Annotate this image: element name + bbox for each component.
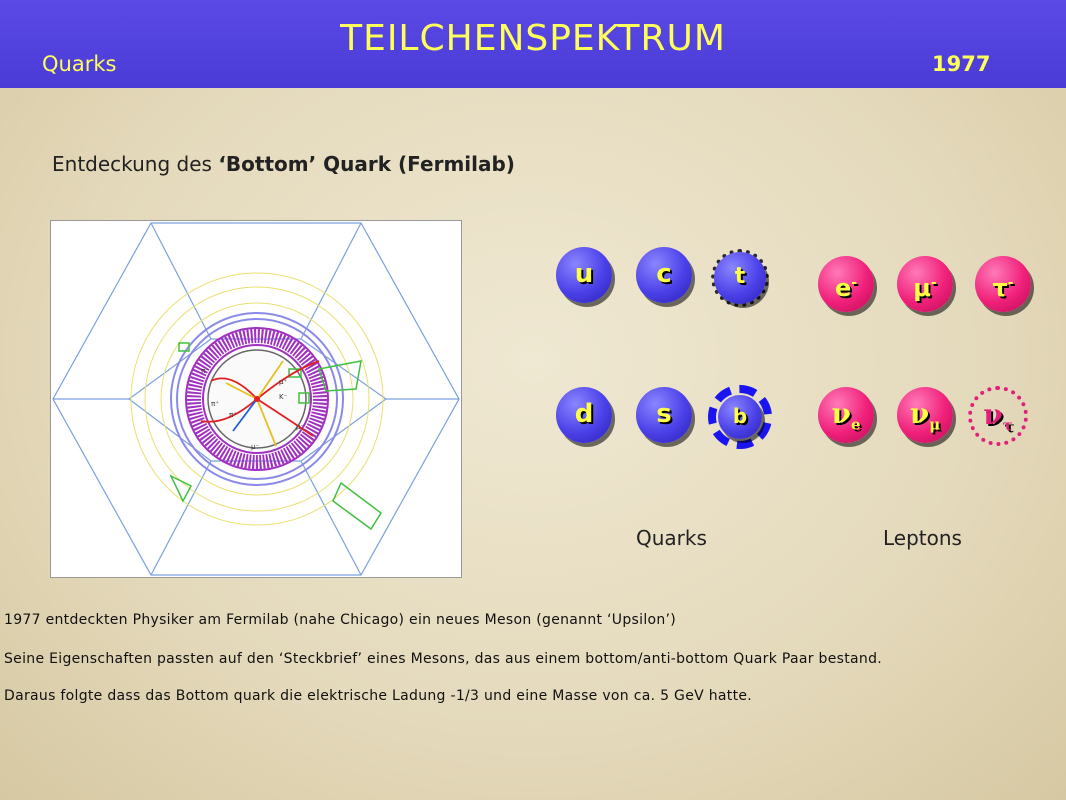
header-bar: TEILCHENSPEKTRUM Quarks 1977 xyxy=(0,0,1066,88)
lepton-muon-charge: - xyxy=(930,275,937,291)
section-subtitle: Quarks xyxy=(42,52,117,76)
lepton-electron-charge: - xyxy=(851,275,858,291)
top-quark-dotted-ring xyxy=(711,249,769,307)
track-label-1: π⁻ xyxy=(201,367,209,375)
quark-strange: s xyxy=(636,387,692,443)
heading-prefix: Entdeckung des xyxy=(52,152,219,176)
track-label-3: μ⁺ xyxy=(279,378,287,386)
lepton-electron-symbol: e xyxy=(834,274,852,302)
tau-neutrino-dotted-ring xyxy=(968,386,1028,446)
slide-heading: Entdeckung des ‘Bottom’ Quark (Fermilab) xyxy=(52,152,515,176)
neutrino-muon-sub: μ xyxy=(929,415,941,434)
track-label-4: μ⁻ xyxy=(296,423,304,431)
neutrino-electron: νe xyxy=(818,387,874,443)
paragraph-2: Seine Eigenschaften passten auf den ‘Ste… xyxy=(4,651,883,667)
leptons-label: Leptons xyxy=(883,526,962,550)
quark-charm: c xyxy=(636,247,692,303)
quarks-label: Quarks xyxy=(636,526,707,550)
quark-top: t xyxy=(714,252,766,304)
lepton-muon-symbol: μ xyxy=(913,274,931,302)
neutrino-tau-symbol: ν xyxy=(983,398,1003,431)
lepton-tau-charge: - xyxy=(1007,275,1014,291)
neutrino-tau-sub: τ xyxy=(1002,416,1013,435)
paragraph-1: 1977 entdeckten Physiker am Fermilab (na… xyxy=(4,612,677,628)
quark-down: d xyxy=(556,387,612,443)
detector-event-display: π⁻ π⁺ μ⁺ μ⁻ K⁻ π⁺ μ⁻ xyxy=(50,220,462,578)
quark-up: u xyxy=(556,247,612,303)
bottom-quark-dashed-ring xyxy=(708,385,772,449)
neutrino-muon-symbol: ν xyxy=(909,397,930,430)
track-label-2: π⁺ xyxy=(211,400,219,408)
neutrino-electron-sub: e xyxy=(850,415,861,434)
neutrino-electron-symbol: ν xyxy=(831,397,851,430)
paragraph-3: Daraus folgte dass das Bottom quark die … xyxy=(4,688,753,704)
lepton-tau-symbol: τ xyxy=(992,274,1008,302)
track-label-5: K⁻ xyxy=(279,393,288,401)
lepton-tau: τ- xyxy=(975,256,1031,312)
detector-drawing: π⁻ π⁺ μ⁺ μ⁻ K⁻ π⁺ μ⁻ xyxy=(52,222,460,576)
heading-bold: ‘Bottom’ Quark (Fermilab) xyxy=(218,152,515,176)
quark-bottom: b xyxy=(718,395,762,439)
track-label-6: π⁺ xyxy=(229,411,237,419)
neutrino-muon: νμ xyxy=(897,387,953,443)
track-label-7: μ⁻ xyxy=(251,443,259,451)
lepton-electron: e- xyxy=(818,256,874,312)
neutrino-tau: ντ xyxy=(970,388,1026,444)
page-title: TEILCHENSPEKTRUM xyxy=(340,18,726,59)
year-label: 1977 xyxy=(932,52,991,76)
lepton-muon: μ- xyxy=(897,256,953,312)
